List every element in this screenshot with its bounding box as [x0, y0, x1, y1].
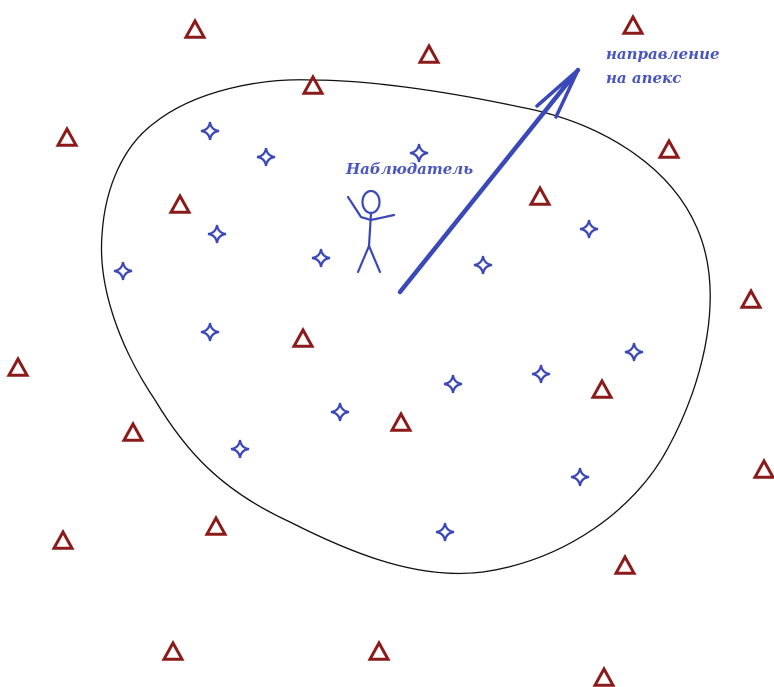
- star-icon: [331, 403, 349, 421]
- apex-label-line-1: направление: [606, 42, 720, 66]
- triangle-icon: [392, 414, 410, 430]
- triangle-icon: [124, 424, 142, 440]
- star-icon: [257, 148, 275, 166]
- triangle-icon: [9, 359, 27, 375]
- star-icon: [231, 440, 249, 458]
- triangle-icon: [58, 129, 76, 145]
- star-icon: [201, 323, 219, 341]
- stars-group: [114, 122, 643, 541]
- triangle-icon: [595, 669, 613, 685]
- triangle-icon: [54, 532, 72, 548]
- apex-arrow: [400, 70, 578, 292]
- triangle-icon: [624, 17, 642, 33]
- triangle-icon: [660, 141, 678, 157]
- observer-icon: [348, 191, 394, 272]
- star-icon: [444, 375, 462, 393]
- triangle-icon: [531, 188, 549, 204]
- triangle-icon: [370, 643, 388, 659]
- triangle-icon: [294, 330, 312, 346]
- star-icon: [580, 220, 598, 238]
- star-icon: [114, 262, 132, 280]
- triangle-icon: [742, 291, 760, 307]
- triangle-icon: [593, 381, 611, 397]
- star-icon: [474, 256, 492, 274]
- star-icon: [571, 468, 589, 486]
- triangle-icon: [616, 557, 634, 573]
- triangle-icon: [186, 21, 204, 37]
- region-boundary: [101, 80, 710, 574]
- observer-label: Наблюдатель: [346, 160, 473, 178]
- triangle-icon: [207, 518, 225, 534]
- star-icon: [312, 249, 330, 267]
- triangle-icon: [171, 196, 189, 212]
- star-icon: [208, 225, 226, 243]
- triangle-icon: [755, 461, 773, 477]
- star-icon: [436, 523, 454, 541]
- apex-direction-label: направление на апекс: [606, 42, 720, 90]
- apex-label-line-2: на апекс: [606, 66, 720, 90]
- triangles-group: [9, 17, 773, 685]
- triangle-icon: [420, 46, 438, 62]
- star-icon: [532, 365, 550, 383]
- star-icon: [625, 343, 643, 361]
- triangle-icon: [164, 643, 182, 659]
- star-icon: [201, 122, 219, 140]
